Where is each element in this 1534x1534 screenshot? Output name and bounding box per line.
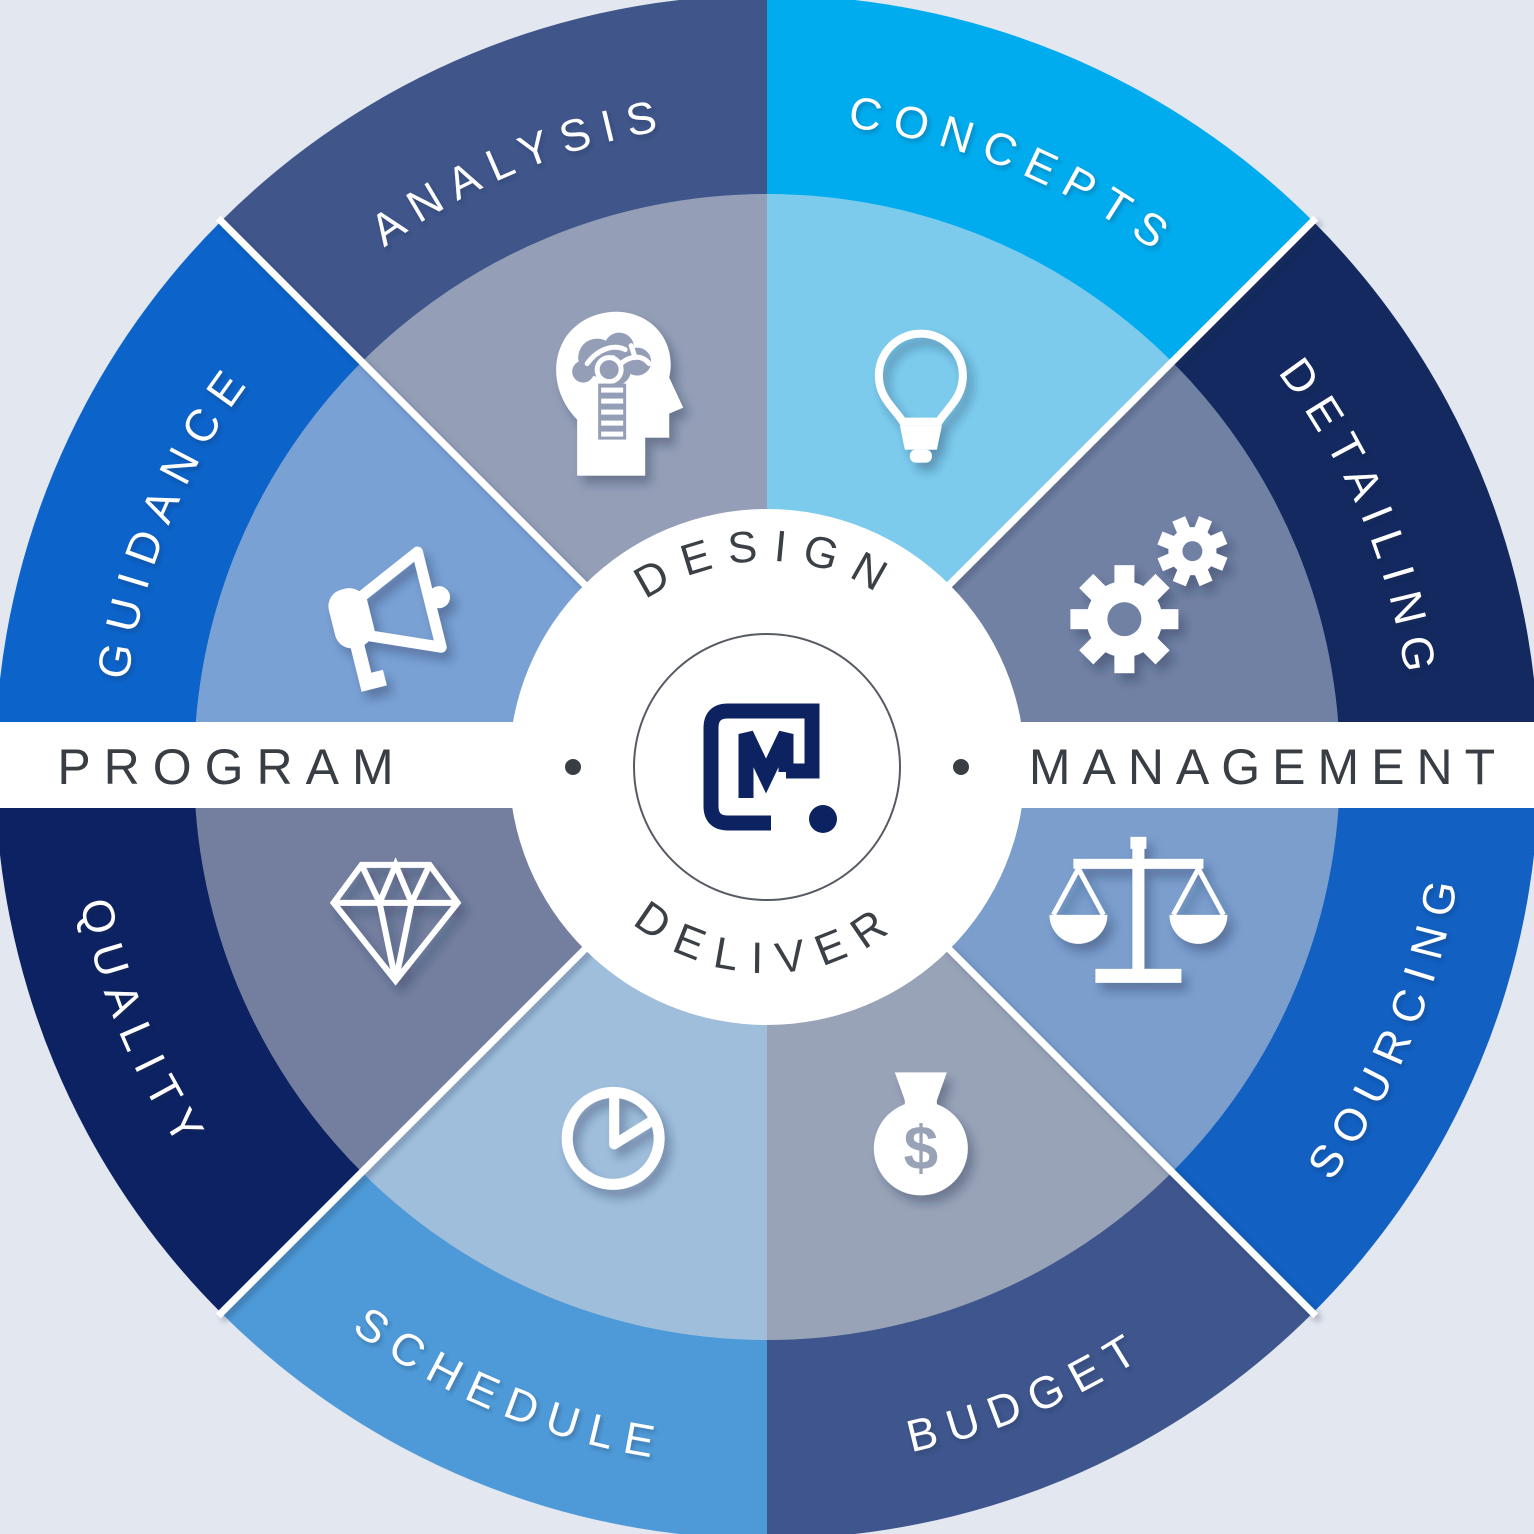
segment-schedule-ring — [221, 1170, 767, 1534]
lightbulb-icon — [874, 329, 967, 463]
segment-concepts-ring — [767, 0, 1313, 364]
megaphone-icon — [328, 546, 451, 692]
segment-budget-ring — [767, 1170, 1313, 1534]
segment-concepts-wedge — [767, 194, 1173, 588]
segment-quality-ring — [0, 767, 364, 1313]
segment-guidance-ring — [0, 221, 364, 767]
M-monogram-logo — [703, 703, 837, 833]
diamond-icon — [329, 857, 462, 986]
segment-detailing-ring — [1170, 221, 1534, 767]
segment-separator — [942, 942, 1319, 1319]
segment-guidance-wedge — [194, 361, 588, 767]
dollar-sign: $ — [904, 1114, 938, 1183]
center-ring — [633, 633, 901, 901]
segment-analysis-ring — [221, 0, 767, 364]
logo-dot — [809, 805, 837, 833]
segment-separator — [215, 942, 592, 1319]
segment-sourcing-ring — [1170, 767, 1534, 1313]
band-dot-right — [953, 759, 969, 775]
band-label-management: MANAGEMENT — [1029, 739, 1507, 795]
segment-separator — [215, 215, 592, 592]
band-label-program: PROGRAM — [57, 739, 406, 795]
segment-budget-wedge — [767, 946, 1173, 1340]
segment-separator — [942, 215, 1319, 592]
segment-detailing-wedge — [946, 361, 1340, 767]
clock-icon — [561, 1086, 665, 1190]
band-dot-left — [565, 759, 581, 775]
head-brain-icon — [556, 311, 684, 476]
scales-icon — [1049, 836, 1228, 983]
money-bag-icon: $ — [873, 1072, 968, 1196]
